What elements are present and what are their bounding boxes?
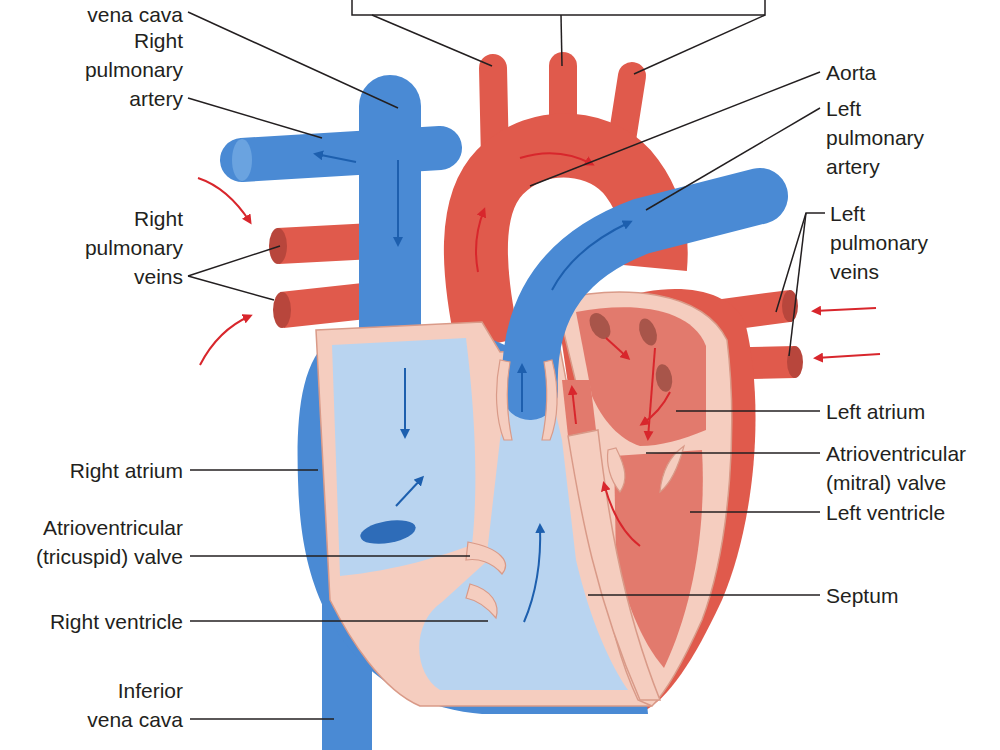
mitral-flap <box>608 448 625 492</box>
aortic-outflow <box>562 380 596 436</box>
flow-arrow <box>642 392 670 424</box>
leader-line <box>634 15 765 74</box>
vessel-end <box>273 292 291 328</box>
part-label: Right ventricle <box>8 607 183 636</box>
leader-line <box>190 555 470 557</box>
part-label: Aorta <box>826 58 951 87</box>
leader-line <box>561 15 562 66</box>
tricuspid-flap <box>466 584 497 618</box>
part-label: vena cava <box>73 0 183 29</box>
part-label: Right pulmonary veins <box>78 204 183 291</box>
flow-arrow <box>648 348 655 438</box>
flow-arrow <box>606 338 628 358</box>
flow-arrow <box>572 388 576 424</box>
flow-arrow <box>404 368 406 436</box>
pulmonary-valve-flap <box>497 360 512 440</box>
vessel-end <box>232 139 252 181</box>
leader-line <box>372 15 492 66</box>
vein-opening <box>585 309 615 342</box>
flow-arrow <box>198 178 250 222</box>
flow-arrow <box>316 154 356 162</box>
flow-arrow <box>476 210 484 272</box>
leader-line <box>646 452 820 454</box>
leader-line <box>188 12 398 108</box>
leader-line <box>188 246 280 276</box>
flow-arrow <box>200 316 250 365</box>
leader-line <box>588 594 820 596</box>
tricuspid-flap <box>466 542 505 574</box>
leader-line <box>188 276 274 300</box>
right-atrium-chamber <box>332 338 475 576</box>
flow-arrow <box>520 153 592 164</box>
flow-arrow <box>524 526 540 622</box>
vein-opening <box>654 363 675 393</box>
flow-arrow <box>521 366 523 412</box>
part-label: Left pulmonary veins <box>830 199 955 286</box>
leader-line <box>646 108 820 210</box>
septum-wall <box>568 430 660 700</box>
leader-line <box>530 72 820 186</box>
part-label: Right pulmonary artery <box>78 26 183 113</box>
part-label: Left pulmonary artery <box>826 94 951 181</box>
flow-arrow <box>814 308 876 311</box>
part-label: Inferior vena cava <box>78 676 183 734</box>
pulmonary-trunk <box>530 196 760 392</box>
part-label: Left ventricle <box>826 498 994 527</box>
leader-line <box>190 718 334 720</box>
flow-arrow <box>397 160 399 244</box>
leader-line <box>190 469 318 471</box>
leader-line <box>690 511 820 513</box>
left-atrium-chamber <box>576 307 706 446</box>
part-label: Atrioventricular (tricuspid) valve <box>8 513 183 571</box>
leader-line <box>188 98 322 138</box>
vein-opening <box>636 316 661 348</box>
flow-arrow <box>552 222 630 290</box>
part-label: Right atrium <box>33 456 183 485</box>
vena-cava-opening <box>359 516 418 547</box>
part-label: Atrioventricular (mitral) valve <box>826 439 994 497</box>
leader-line <box>190 620 488 622</box>
flow-arrow <box>816 354 880 358</box>
part-label: Left atrium <box>826 397 994 426</box>
flow-arrow <box>604 484 640 546</box>
leader-line <box>789 213 806 356</box>
pulmonary-valve-flap <box>542 360 557 440</box>
flow-arrow <box>396 478 422 506</box>
bracket <box>352 0 765 15</box>
part-label: Septum <box>826 581 994 610</box>
leader-line <box>676 410 820 412</box>
